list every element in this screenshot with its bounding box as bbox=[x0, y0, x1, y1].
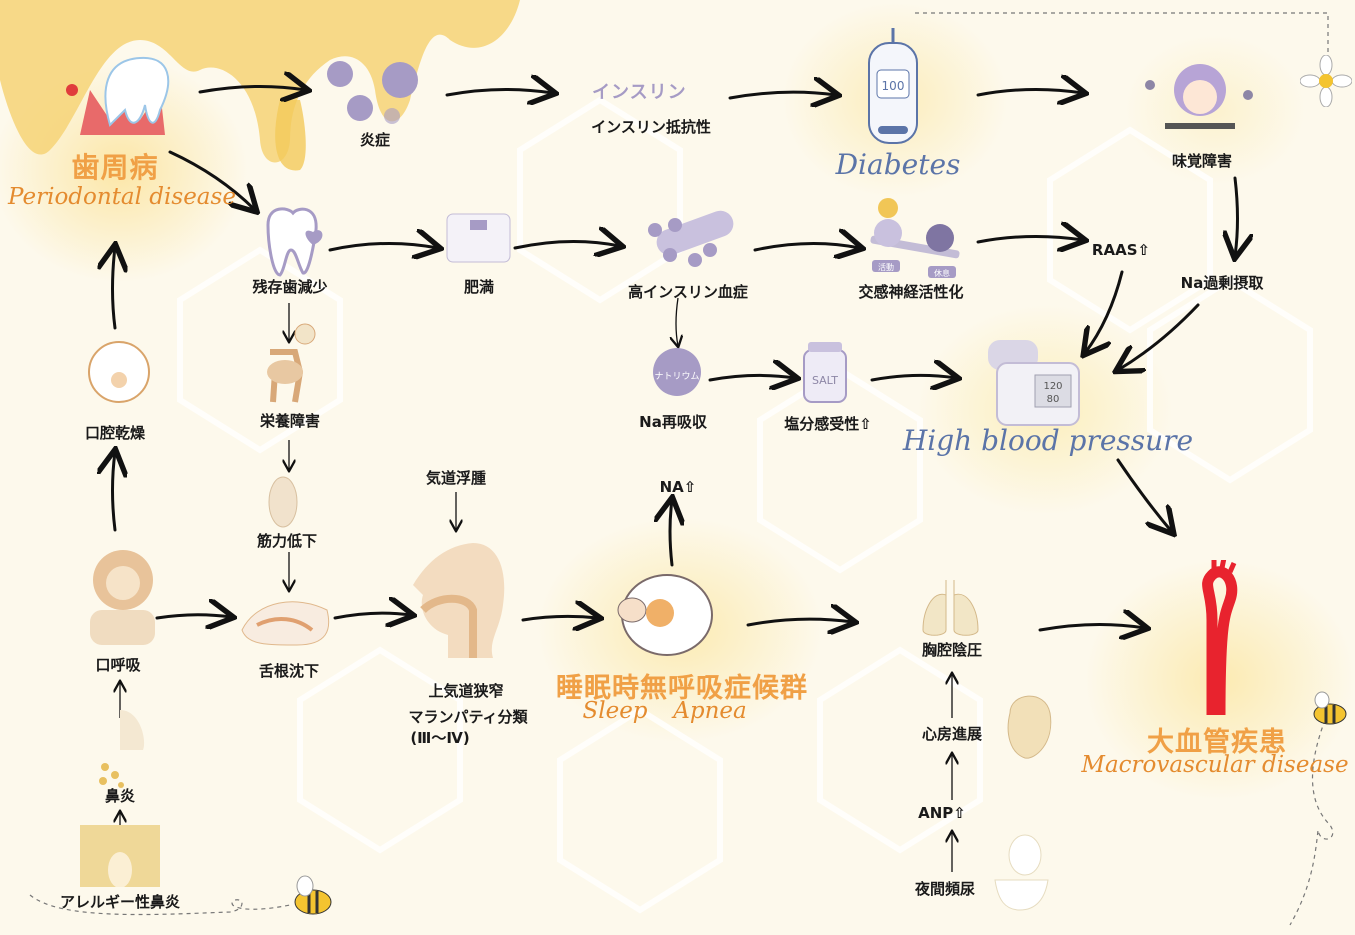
sleep-apnea-title: 睡眠時無呼吸症候群 bbox=[556, 673, 808, 704]
sleep-apnea-subtitle-2: Apnea bbox=[673, 698, 747, 724]
dry-mouth-face-icon bbox=[88, 341, 150, 403]
insulin-logo-icon: インスリン bbox=[592, 82, 687, 103]
node-allergic-rhinitis: アレルギー性鼻炎 bbox=[59, 893, 181, 911]
node-nocturia: 夜間頻尿 bbox=[914, 880, 976, 898]
tooth-icon bbox=[266, 207, 323, 277]
periodontal-title: 歯周病 bbox=[71, 151, 159, 184]
node-na-reabsorption: Na再吸収 bbox=[639, 413, 707, 431]
macrovascular-subtitle: Macrovascular disease bbox=[1081, 752, 1349, 778]
node-raas: RAAS⇧ bbox=[1091, 241, 1151, 259]
honey-drip bbox=[0, 0, 520, 163]
node-atrial-stretch: 心房進展 bbox=[921, 725, 983, 743]
node-airway-edema: 気道浮腫 bbox=[425, 469, 487, 487]
node-insulin-resistance: インスリン抵抗性 bbox=[591, 118, 711, 136]
node-hyperinsulinemia: 高インスリン血症 bbox=[628, 283, 748, 301]
rest-label: 休息 bbox=[934, 268, 950, 278]
airway-head-icon bbox=[413, 543, 505, 658]
activity-label: 活動 bbox=[878, 262, 894, 272]
node-tooth-loss: 残存歯減少 bbox=[252, 278, 328, 296]
lungs-icon bbox=[922, 580, 979, 636]
sodium-icon: ナトリウム bbox=[653, 348, 701, 396]
tooth-gum-icon bbox=[66, 56, 170, 135]
bee-icon bbox=[294, 875, 332, 915]
node-salt-sensitivity: 塩分感受性⇧ bbox=[784, 415, 872, 433]
node-mallampati: マランパティ分類 bbox=[408, 708, 528, 726]
salt-label: SALT bbox=[812, 374, 838, 387]
bee-icon bbox=[1313, 691, 1347, 725]
node-anp: ANP⇧ bbox=[918, 804, 966, 822]
muscle-icon bbox=[268, 476, 298, 528]
sneeze-icon bbox=[99, 710, 145, 788]
node-muscle-weakness: 筋力低下 bbox=[256, 532, 318, 550]
salt-jar-icon: SALT bbox=[803, 342, 847, 403]
insulin-cells-icon bbox=[648, 210, 734, 267]
glucometer-icon: 100 bbox=[868, 28, 918, 144]
toilet-icon bbox=[994, 834, 1049, 911]
bp-bottom: 80 bbox=[1047, 394, 1060, 405]
aorta-icon bbox=[1202, 560, 1238, 716]
deer-icon bbox=[267, 323, 316, 403]
node-tongue-drop: 舌根沈下 bbox=[258, 662, 320, 680]
bp-top: 120 bbox=[1043, 381, 1062, 392]
tongue-anatomy-icon bbox=[241, 601, 330, 646]
flower-icon bbox=[1300, 55, 1352, 107]
node-na-intake: Na過剰摂取 bbox=[1180, 274, 1264, 292]
bacteria-icon bbox=[327, 61, 418, 124]
node-dry-mouth: 口腔乾燥 bbox=[84, 424, 146, 442]
sheep-icon bbox=[617, 574, 713, 656]
node-airway-narrowing: 上気道狭窄 bbox=[428, 682, 504, 700]
sodium-label: ナトリウム bbox=[654, 371, 699, 382]
heart-icon bbox=[1007, 695, 1052, 759]
node-rhinitis: 鼻炎 bbox=[104, 787, 136, 805]
meter-value: 100 bbox=[882, 79, 905, 93]
diabetes-title: Diabetes bbox=[835, 148, 961, 181]
lion-icon bbox=[90, 550, 155, 645]
sleep-apnea-subtitle-1: Sleep bbox=[582, 698, 648, 724]
allergy-pollen-icon bbox=[80, 825, 160, 887]
periodontal-subtitle: Periodontal disease bbox=[8, 184, 236, 210]
body-scale-icon bbox=[446, 213, 511, 263]
node-inflammation: 炎症 bbox=[359, 131, 391, 149]
node-na-up: NA⇧ bbox=[659, 478, 697, 496]
node-sympathetic: 交感神経活性化 bbox=[858, 283, 964, 301]
node-mallampati-class: (Ⅲ～Ⅳ) bbox=[410, 729, 470, 747]
hypertension-title: High blood pressure bbox=[902, 424, 1194, 457]
node-taste-disorder: 味覚障害 bbox=[1171, 152, 1233, 170]
node-thoracic-pressure: 胸腔陰圧 bbox=[921, 641, 983, 659]
node-obesity: 肥満 bbox=[463, 278, 495, 296]
macrovascular-title: 大血管疾患 bbox=[1147, 727, 1287, 758]
taste-disorder-person-icon bbox=[1145, 64, 1253, 129]
node-nutrition: 栄養障害 bbox=[259, 412, 321, 430]
node-mouth-breathing: 口呼吸 bbox=[95, 656, 141, 674]
